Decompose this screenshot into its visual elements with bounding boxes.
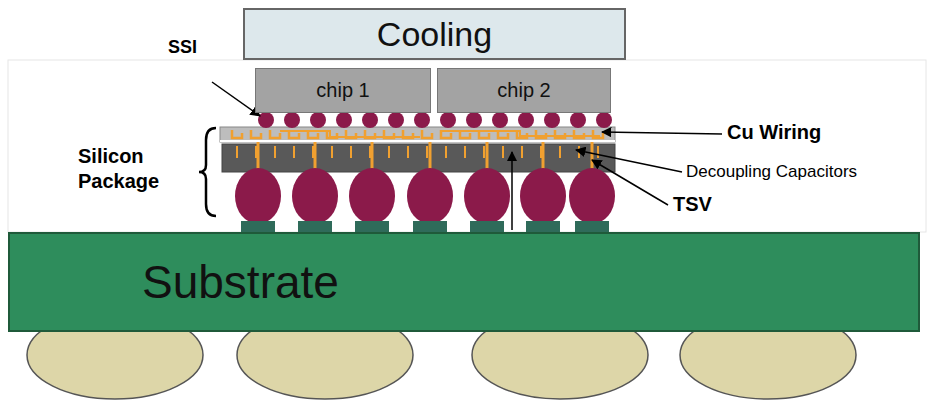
part-label: Decoupling Capacitors <box>686 161 857 182</box>
part-label: SSI <box>168 36 197 59</box>
tsv-vias <box>258 142 592 172</box>
chip-die: chip 1 <box>255 68 431 113</box>
bracket <box>199 128 216 216</box>
part-label: Cu Wiring <box>727 120 821 145</box>
pads <box>241 221 609 232</box>
part-label: TSV <box>673 192 712 217</box>
part-label: Silicon Package <box>78 144 196 194</box>
node-text: chip 2 <box>497 79 550 102</box>
chip-die: chip 2 <box>437 68 611 113</box>
silicon-interposer <box>222 144 615 172</box>
cooling-block: Cooling <box>243 8 626 60</box>
panel <box>8 60 926 232</box>
substrate: Substrate <box>8 232 920 332</box>
micro-bumps <box>258 112 612 128</box>
node-text: Cooling <box>377 15 492 54</box>
wiring-layer <box>220 127 615 142</box>
node-text: Substrate <box>142 255 339 309</box>
node-text: chip 1 <box>316 79 369 102</box>
c4-bumps <box>235 168 615 224</box>
cu-wiring <box>232 130 603 158</box>
